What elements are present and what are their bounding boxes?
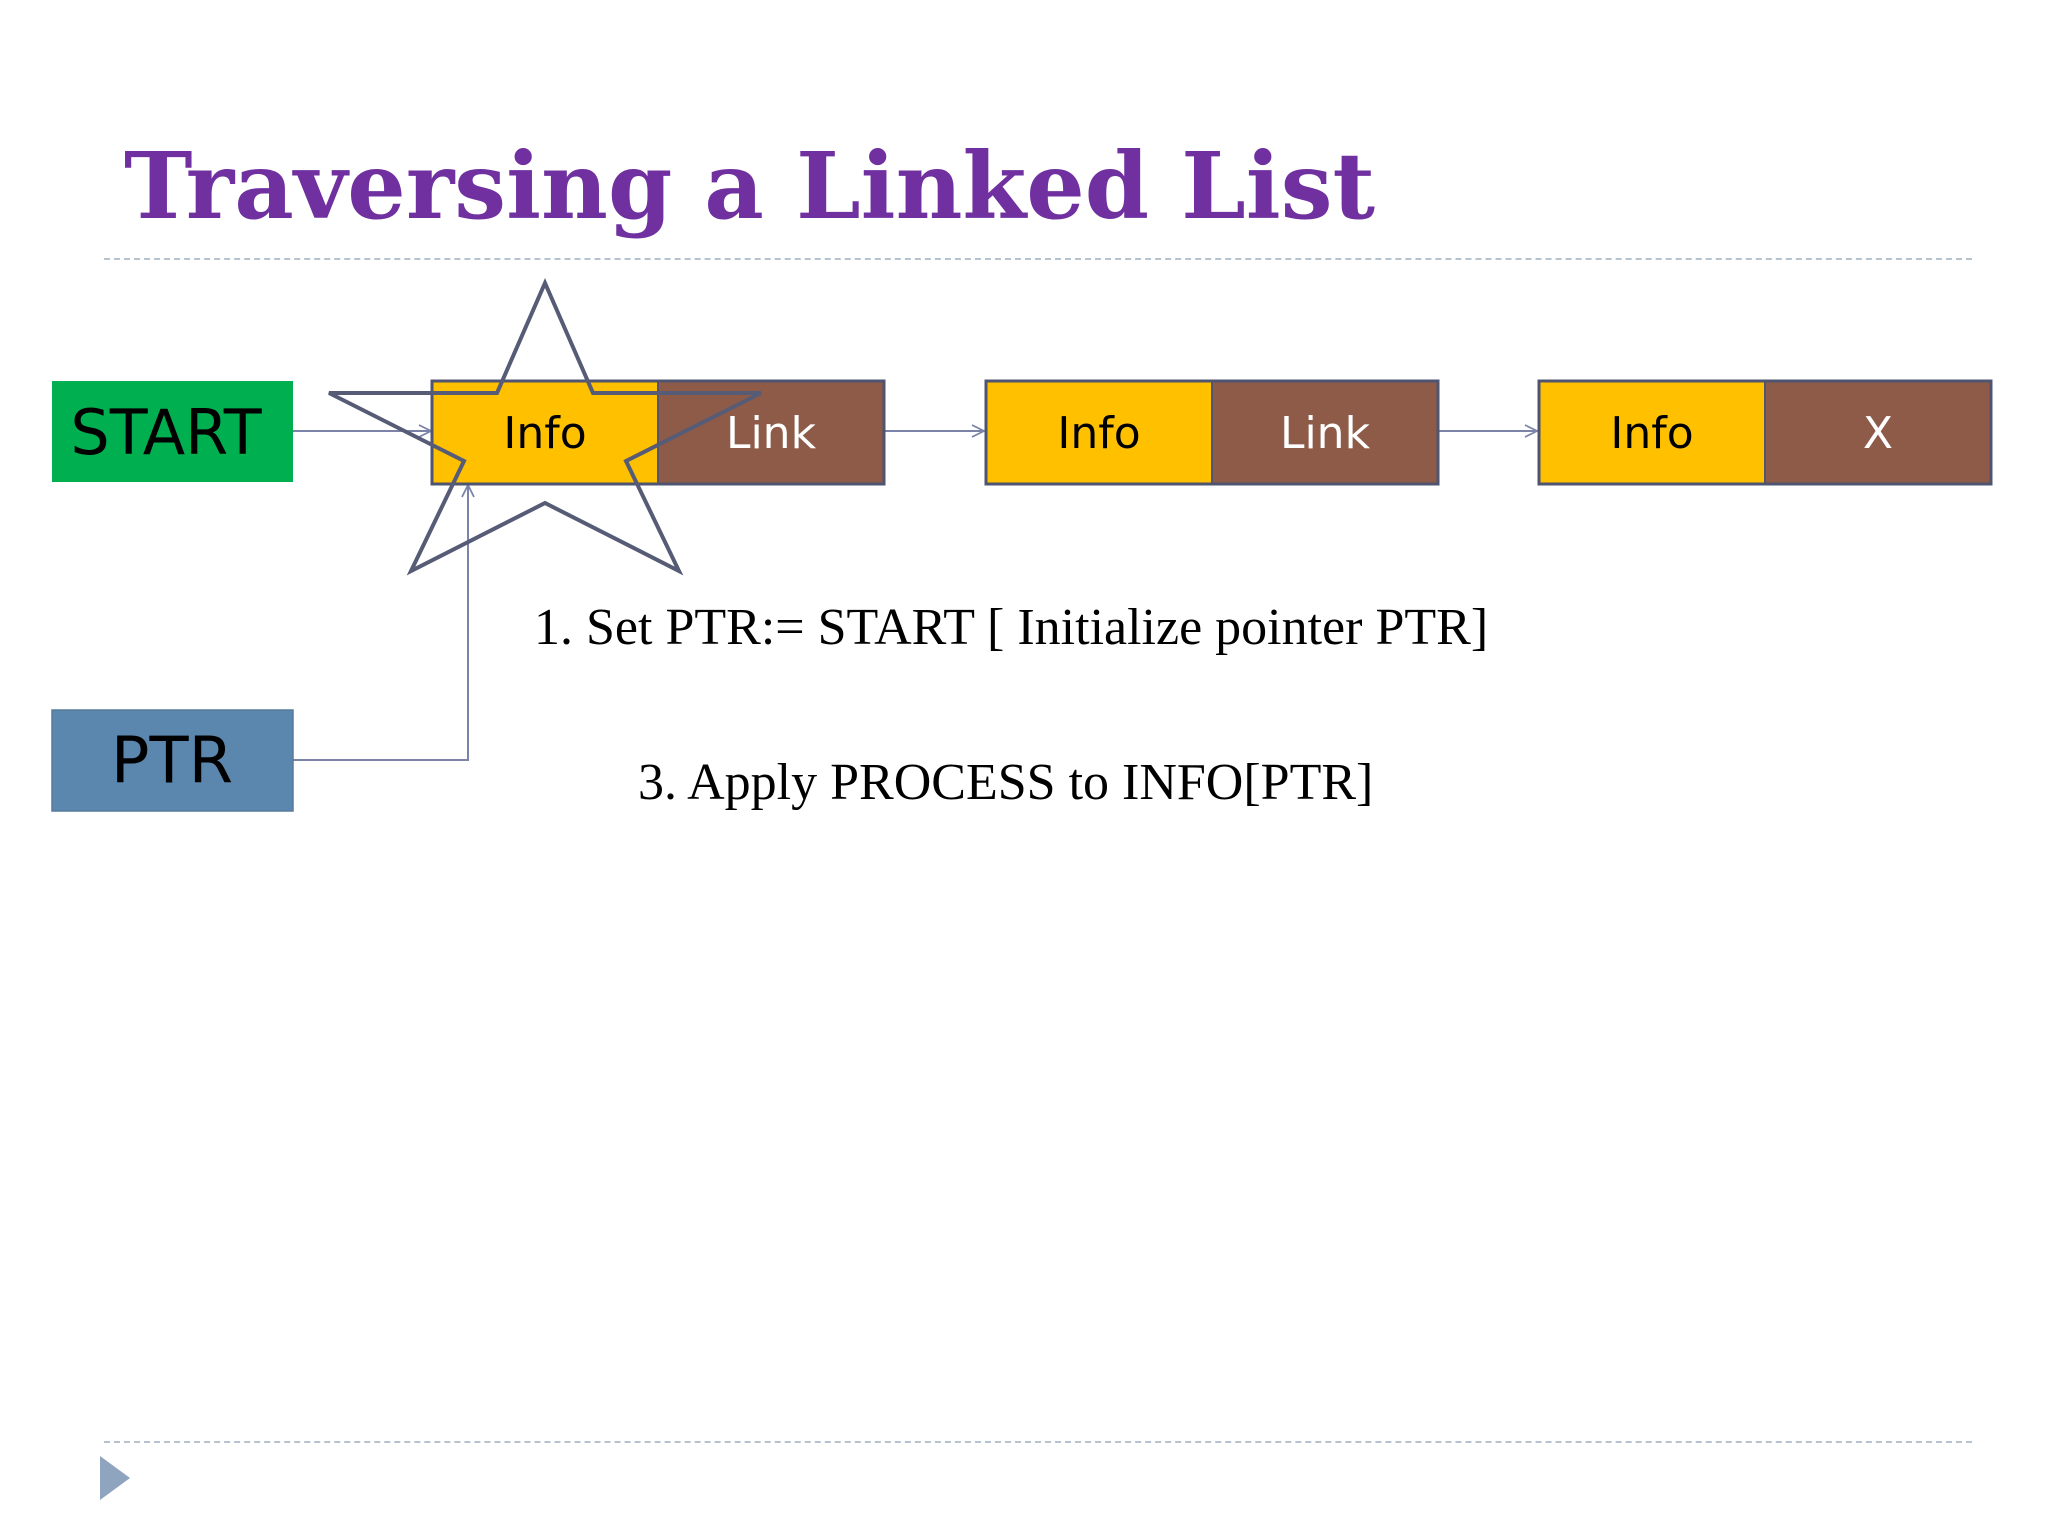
- start-label: START: [70, 396, 262, 469]
- node-1-info-label: Info: [503, 408, 586, 459]
- step-1-text: 1. Set PTR:= START [ Initialize pointer …: [534, 599, 1489, 656]
- node-1: Info Link: [430, 379, 886, 486]
- node-2: Info Link: [984, 379, 1440, 486]
- node-3-link-label: X: [1863, 408, 1893, 459]
- start-box: START: [52, 381, 293, 482]
- ptr-label: PTR: [111, 725, 233, 799]
- slide-title: Traversing a Linked List: [124, 132, 1376, 240]
- title-divider: [104, 258, 1972, 260]
- step-3-text: 3. Apply PROCESS to INFO[PTR]: [638, 754, 1374, 811]
- node-2-info-label: Info: [1057, 408, 1140, 459]
- node-3-info-label: Info: [1610, 408, 1693, 459]
- node-1-link-label: Link: [726, 408, 817, 459]
- ptr-box: PTR: [51, 709, 294, 812]
- ptr-pointer-arrow: [293, 485, 468, 761]
- node-3: Info X: [1537, 379, 1993, 486]
- footer-divider: [104, 1441, 1972, 1443]
- node-2-link-label: Link: [1280, 408, 1371, 459]
- slide-bullet-icon: [100, 1456, 130, 1500]
- current-node-star-outline: [328, 277, 762, 576]
